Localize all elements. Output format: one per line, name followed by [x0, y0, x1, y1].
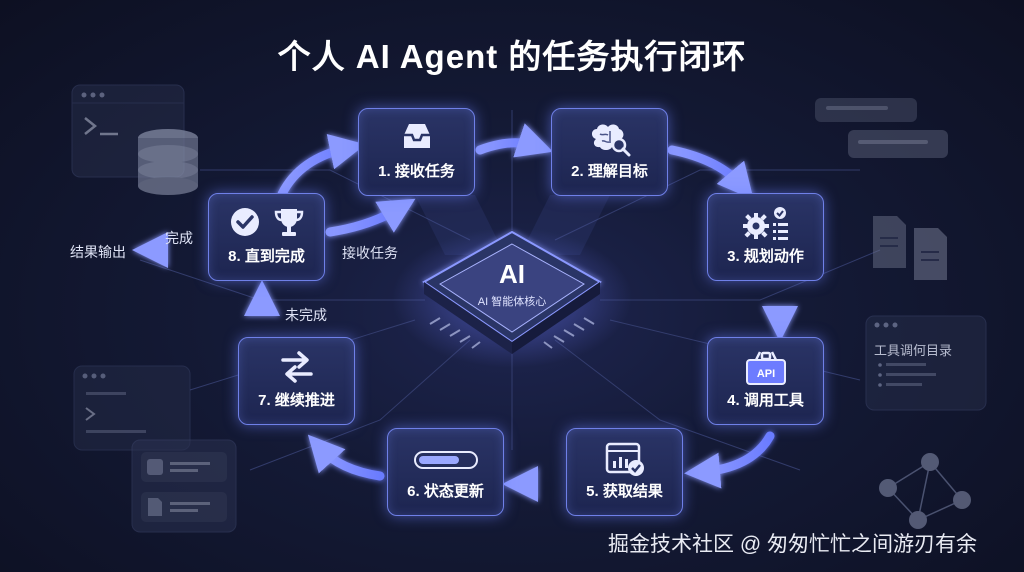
tool-directory-title: 工具调何目录 [874, 343, 953, 358]
edge-label-done: 完成 [165, 230, 193, 246]
step-label: 1. 接收任务 [378, 163, 455, 180]
progress-bar-icon [413, 451, 478, 469]
gear-checklist-icon [742, 207, 788, 240]
code-window-icon [73, 365, 191, 451]
diagram-title: 个人 AI Agent 的任务执行闭环 [277, 38, 747, 75]
brain-search-icon [591, 124, 630, 157]
edge-label-output: 结果输出 [70, 244, 126, 260]
step-5-get-results: 5. 获取结果 [566, 428, 683, 516]
swap-arrows-icon [280, 351, 313, 383]
step-label: 2. 理解目标 [571, 163, 648, 180]
step-6-state-update: 6. 状态更新 [387, 428, 504, 516]
step-label: 3. 规划动作 [727, 248, 804, 265]
step-label: 8. 直到完成 [228, 248, 305, 265]
step-8-until-done: 8. 直到完成 [208, 193, 325, 281]
file-list-icon [131, 439, 237, 533]
step-label: 6. 状态更新 [407, 483, 484, 500]
step-1-receive-task: 1. 接收任务 [358, 108, 475, 196]
ai-core-title: AI [499, 259, 525, 289]
trophy-icon [274, 209, 303, 236]
ai-core-subtitle: AI 智能体核心 [477, 296, 547, 308]
cycle-arrows [132, 123, 798, 502]
step-4-call-tools: API 4. 调用工具 [707, 337, 824, 425]
chat-bubbles-icon [815, 98, 948, 158]
edge-label-accept: 接收任务 [342, 245, 398, 261]
inbox-icon [403, 124, 430, 148]
edge-label-not-done: 未完成 [285, 307, 327, 323]
database-icon [138, 129, 198, 195]
toolbox-api-icon: API [745, 351, 786, 385]
api-badge-text: API [756, 368, 774, 380]
tool-directory-panel [865, 315, 987, 411]
step-3-plan-actions: 3. 规划动作 [707, 193, 824, 281]
network-graph-icon [879, 453, 971, 529]
step-2-understand-goal: 2. 理解目标 [551, 108, 668, 196]
step-label: 5. 获取结果 [586, 483, 663, 500]
step-label: 4. 调用工具 [727, 392, 804, 409]
chart-check-icon [605, 442, 644, 476]
check-circle-icon [230, 208, 259, 236]
watermark: 掘金技术社区 @ 匆匆忙忙之间游刃有余 [608, 533, 977, 556]
ai-core-chip [392, 228, 632, 368]
step-label: 7. 继续推进 [258, 392, 335, 409]
step-7-continue: 7. 继续推进 [238, 337, 355, 425]
documents-icon [873, 216, 947, 280]
